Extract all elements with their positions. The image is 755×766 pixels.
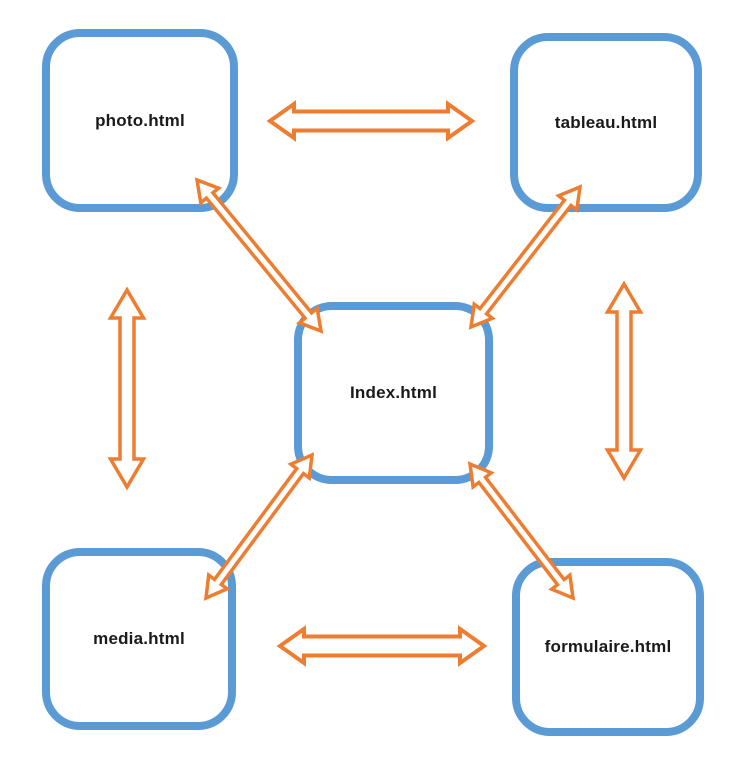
node-media-html: media.html [42, 548, 236, 730]
node-tableau-html: tableau.html [510, 33, 702, 212]
double-arrow-tableau-formulaire [604, 280, 644, 482]
node-label: media.html [93, 629, 185, 648]
node-label: tableau.html [554, 112, 658, 132]
node-formulaire-html: formulaire.html [512, 558, 704, 736]
node-label: photo.html [95, 110, 185, 130]
double-arrow-media-formulaire [276, 625, 488, 667]
double-arrow-photo-media [107, 286, 147, 491]
node-photo-html: photo.html [42, 29, 238, 212]
double-arrow-photo-tableau [266, 100, 476, 142]
node-label: Index.html [349, 383, 437, 402]
node-label: formulaire.html [544, 637, 672, 656]
node-index-html: Index.html [294, 302, 493, 484]
